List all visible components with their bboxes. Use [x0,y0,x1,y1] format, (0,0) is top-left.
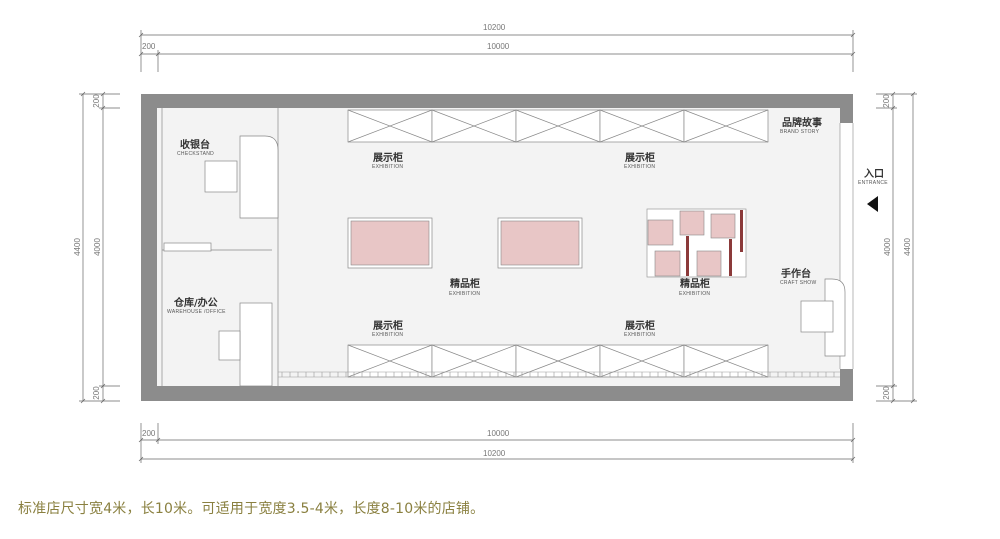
dim-right-wall-bottom: 200 [882,386,891,400]
label-boutique-right-en: EXHIBITION [679,291,711,297]
dim-left-wall-bottom: 200 [92,386,101,400]
label-exhibition-top-left: 展示柜 [373,153,403,164]
label-entrance-en: ENTRANCE [858,180,888,186]
label-boutique-center-en: EXHIBITION [449,291,481,297]
dim-left-inner: 4000 [93,238,102,256]
dim-right-overall: 4400 [903,238,912,256]
boutique-cabinets-right [646,208,747,278]
label-craft-show-en: CRAFT SHOW [780,280,817,286]
label-checkstand-en: CHECKSTAND [177,151,215,157]
label-exhibition-top-right-en: EXHIBITION [624,164,656,170]
dim-left-wall-top: 200 [92,94,101,108]
dim-top-overall: 10200 [483,23,506,32]
label-boutique-right: 精品柜 [680,279,710,290]
top-dimension-lines [138,30,856,72]
label-exhibition-bottom-right-en: EXHIBITION [624,332,656,338]
craft-show-counter [824,278,846,357]
dim-top-wall: 200 [142,42,156,51]
office-desk [239,302,273,387]
checkstand-stool [204,160,238,193]
dim-bottom-wall: 200 [142,429,156,438]
glazing-strip [278,371,840,378]
label-warehouse-en: WAREHOUSE /OFFICE [167,309,226,315]
office-chair [218,330,241,361]
label-boutique-center: 精品柜 [450,279,480,290]
label-brand-story: 品牌故事 [782,118,822,129]
label-exhibition-bottom-left-en: EXHIBITION [372,332,404,338]
label-brand-story-en: BRAND STORY [780,129,820,135]
label-exhibition-bottom-left: 展示柜 [373,321,403,332]
boutique-cabinets-center [347,217,583,269]
dim-top-inner: 10000 [487,42,510,51]
bottom-exhibition-cabinets [347,344,769,378]
dim-left-overall: 4400 [73,238,82,256]
label-exhibition-bottom-right: 展示柜 [625,321,655,332]
label-craft-show: 手作台 [781,269,811,280]
caption-text: 标准店尺寸宽4米，长10米。可适用于宽度3.5-4米，长度8-10米的店铺。 [18,501,485,517]
dim-bottom-overall: 10200 [483,449,506,458]
dim-bottom-inner: 10000 [487,429,510,438]
left-dimension-lines [79,91,120,404]
label-warehouse: 仓库/办公 [174,298,218,309]
label-exhibition-top-right: 展示柜 [625,153,655,164]
bottom-dimension-lines [138,423,856,463]
glazing-ticks [281,372,835,377]
entrance-arrow-icon [867,196,878,212]
label-entrance: 入口 [864,169,884,180]
dim-right-wall-top: 200 [882,94,891,108]
craft-show-stool [800,300,834,333]
top-exhibition-cabinets [347,109,769,143]
right-dimension-lines [876,91,917,404]
door-sill [163,242,212,252]
label-checkstand: 收银台 [180,140,210,151]
checkstand-counter [239,135,279,219]
dim-right-inner: 4000 [883,238,892,256]
label-exhibition-top-left-en: EXHIBITION [372,164,404,170]
